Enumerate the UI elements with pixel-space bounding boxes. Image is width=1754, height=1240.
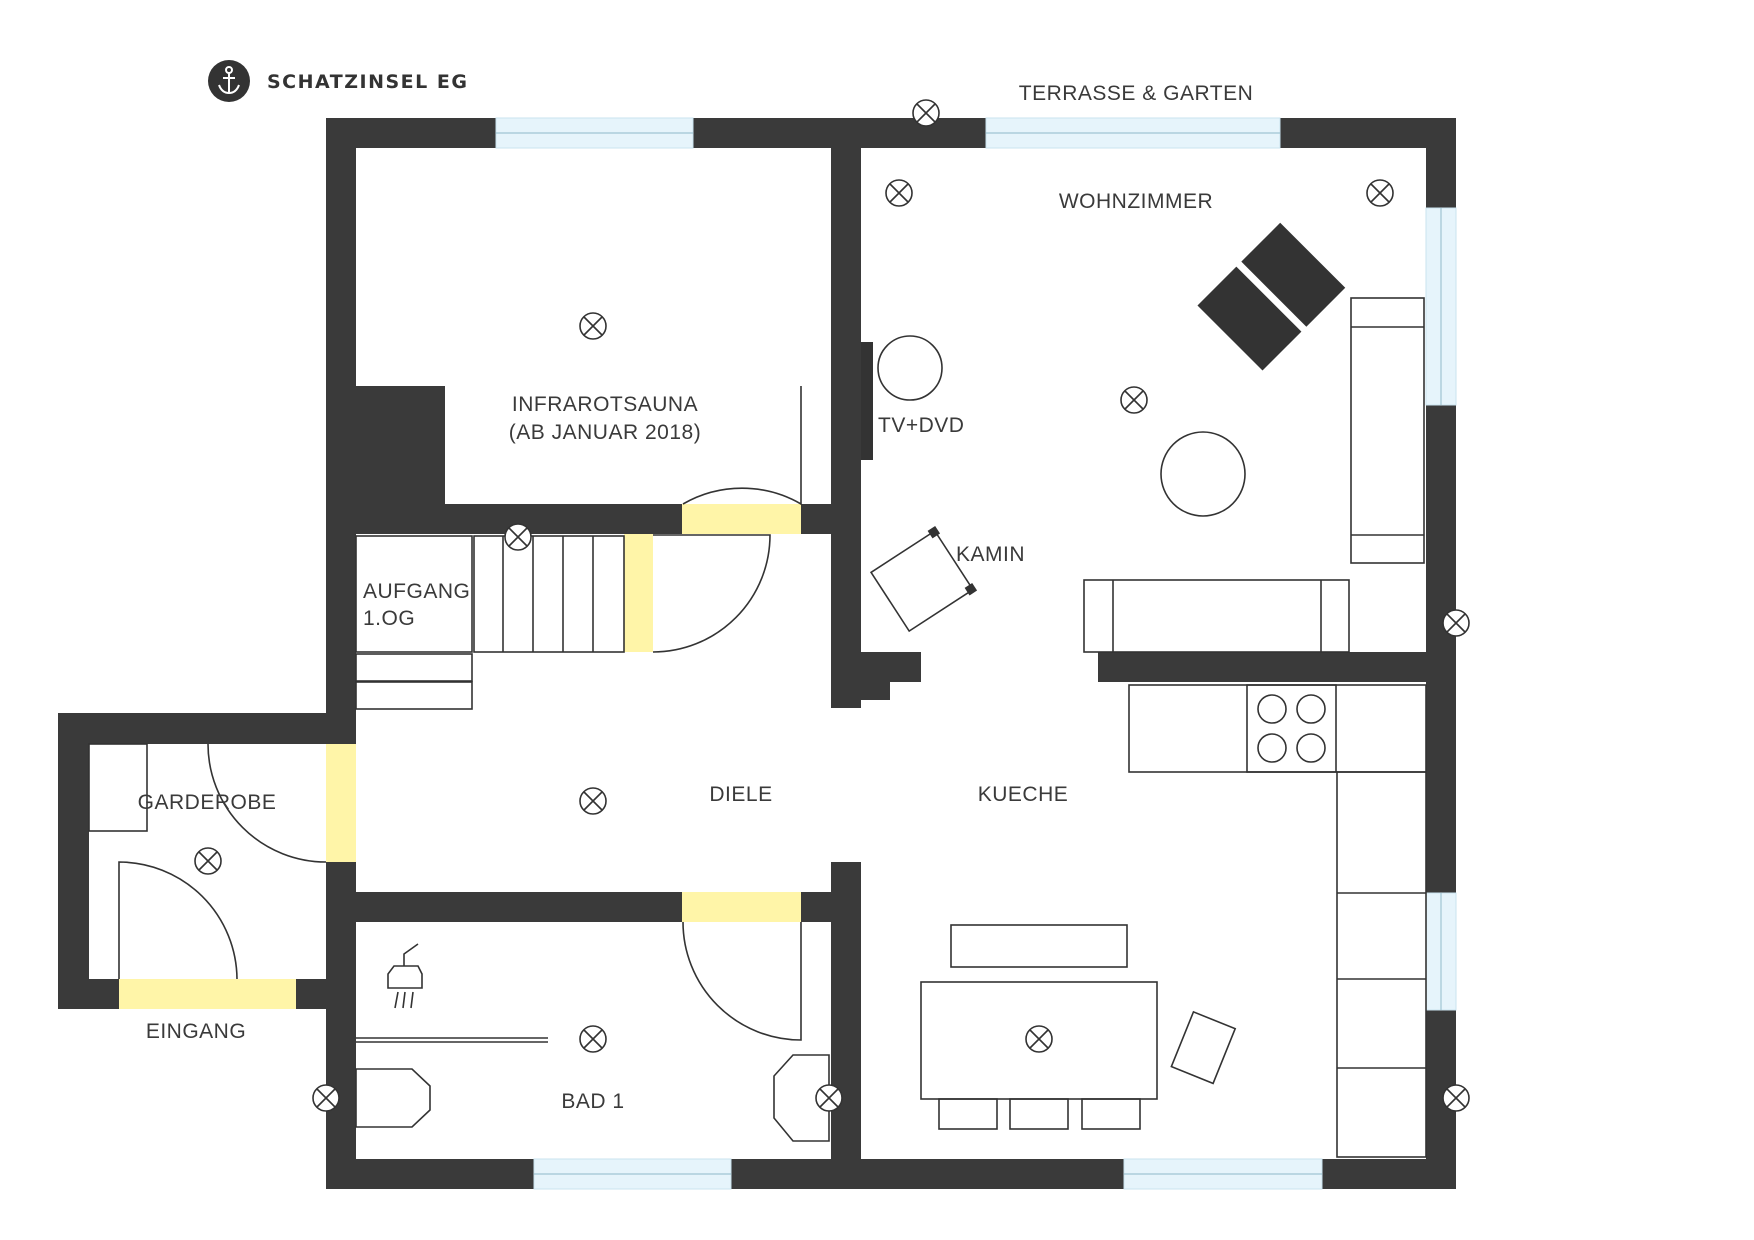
wall-lights xyxy=(312,609,1470,1112)
tv-label: TV+DVD xyxy=(878,414,964,437)
room-labels: TERRASSE & GARTEN WOHNZIMMER INFRAROTSAU… xyxy=(138,82,1254,1113)
ceiling-light-icon xyxy=(1366,179,1394,207)
sauna-label-line1: INFRAROTSAUNA xyxy=(512,393,698,416)
staircase xyxy=(355,535,625,710)
walls xyxy=(58,118,1456,1189)
sauna-label-line2: (AB JANUAR 2018) xyxy=(509,421,701,444)
stairs-label-line1: AUFGANG xyxy=(363,580,470,603)
stairs-label-line2: 1.OG xyxy=(363,607,415,630)
ceiling-light-icon xyxy=(504,523,532,551)
windows xyxy=(495,117,1457,1190)
ceiling-light-icon xyxy=(579,787,607,815)
wardrobe-label: GARDEROBE xyxy=(138,791,277,814)
ceiling-light-icon xyxy=(1120,386,1148,414)
hall-label: DIELE xyxy=(709,783,772,806)
fireplace-icon xyxy=(869,525,978,633)
ceiling-light-icon xyxy=(885,179,913,207)
header: SCHATZINSEL EG xyxy=(208,60,468,102)
armchair-icon xyxy=(1197,222,1346,371)
furniture xyxy=(88,222,1427,1158)
wall-light-icon xyxy=(312,1084,340,1112)
wall-light-icon xyxy=(1442,609,1470,637)
wall-light-icon xyxy=(1442,1084,1470,1112)
ceiling-light-icon xyxy=(912,99,940,127)
wall-light-icon xyxy=(815,1084,843,1112)
ceiling-light-icon xyxy=(579,1025,607,1053)
ceiling-light-icon xyxy=(579,312,607,340)
terrace-label: TERRASSE & GARTEN xyxy=(1019,82,1254,105)
entrance-label: EINGANG xyxy=(146,1020,246,1043)
tv-icon xyxy=(861,342,873,460)
anchor-icon xyxy=(208,60,250,102)
plan-title: SCHATZINSEL EG xyxy=(267,71,468,93)
ceiling-light-icon xyxy=(194,847,222,875)
door-swings xyxy=(118,386,802,1041)
ceiling-light-icon xyxy=(1025,1025,1053,1053)
kitchen-label: KUECHE xyxy=(978,783,1069,806)
living-room-label: WOHNZIMMER xyxy=(1059,190,1213,213)
door-openings xyxy=(119,504,801,1009)
shower-icon xyxy=(387,943,423,1009)
fireplace-label: KAMIN xyxy=(956,543,1025,566)
bathroom-label: BAD 1 xyxy=(561,1090,624,1113)
ceiling-lights xyxy=(194,99,1394,1053)
